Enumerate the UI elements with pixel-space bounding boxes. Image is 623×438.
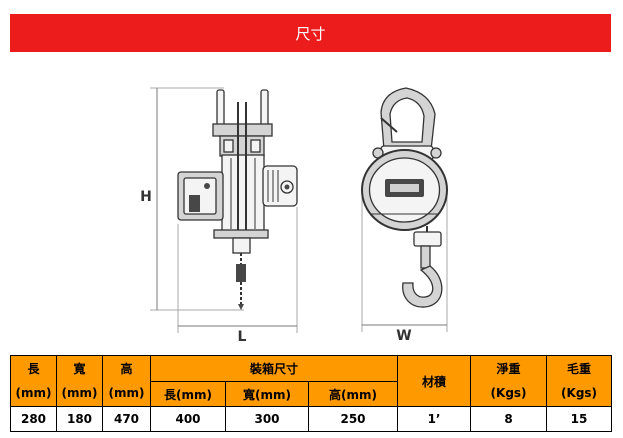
section-banner: 尺寸 (10, 14, 611, 52)
height-header-label: 高 (120, 362, 133, 376)
gearbox (177, 171, 224, 221)
width-value: 180 (56, 406, 103, 432)
dimension-diagram: H L W (140, 87, 448, 345)
hoist-side-view (177, 89, 298, 310)
gross-weight-header-label: 毛重 (567, 362, 592, 376)
length-header: 長 (mm) (10, 355, 57, 407)
suspension-bracket (212, 89, 273, 137)
width-dimension: W (361, 192, 448, 344)
length-dimension: L (177, 207, 298, 345)
packing-size-header: 裝箱尺寸 (149, 355, 399, 382)
table-row: 280 180 470 400 300 250 1’ 8 15 (10, 406, 613, 432)
packing-length-header: 長(mm) (150, 381, 226, 407)
width-header-unit: (mm) (61, 386, 98, 400)
height-label: H (140, 189, 152, 205)
width-label: W (396, 328, 411, 344)
net-weight-header-label: 淨重 (496, 362, 521, 376)
length-label: L (238, 329, 247, 345)
volume-value: 1’ (397, 406, 472, 432)
table-header-row: 長 (mm) 寬 (mm) 高 (mm) 裝箱尺寸 材積 淨重 (Kgs) 毛重… (10, 355, 613, 407)
gross-weight-value: 15 (546, 406, 613, 432)
length-value: 280 (10, 406, 57, 432)
center-shaft (237, 102, 247, 232)
rope-drum (361, 149, 448, 231)
net-weight-header: 淨重 (Kgs) (470, 355, 548, 407)
section-title: 尺寸 (295, 24, 326, 43)
spec-table: 長 (mm) 寬 (mm) 高 (mm) 裝箱尺寸 材積 淨重 (Kgs) 毛重… (10, 355, 613, 432)
packing-length-value: 400 (150, 406, 226, 432)
net-weight-value: 8 (470, 406, 548, 432)
width-header-label: 寬 (73, 362, 86, 376)
height-dimension: H (140, 87, 244, 311)
top-hook (380, 87, 436, 151)
packing-width-header: 寬(mm) (225, 381, 309, 407)
packing-height-header: 高(mm) (307, 381, 399, 407)
motor (262, 165, 298, 207)
hoist-front-view (361, 87, 448, 308)
height-header-unit: (mm) (108, 386, 145, 400)
gross-weight-header-unit: (Kgs) (561, 386, 598, 400)
width-header: 寬 (mm) (56, 355, 103, 407)
height-header: 高 (mm) (102, 355, 151, 407)
bottom-hook (402, 226, 443, 308)
drum-housing (221, 154, 265, 233)
net-weight-header-unit: (Kgs) (490, 386, 527, 400)
upper-housing (219, 135, 265, 157)
length-header-unit: (mm) (15, 386, 52, 400)
table-subheader-row: 長(mm) 寬(mm) 高(mm) (11, 381, 612, 407)
height-value: 470 (102, 406, 151, 432)
volume-header: 材積 (397, 355, 472, 407)
packing-width-value: 300 (225, 406, 309, 432)
gross-weight-header: 毛重 (Kgs) (546, 355, 613, 407)
bottom-chain-assembly (213, 229, 269, 310)
length-header-label: 長 (27, 362, 40, 376)
packing-height-value: 250 (307, 406, 399, 432)
